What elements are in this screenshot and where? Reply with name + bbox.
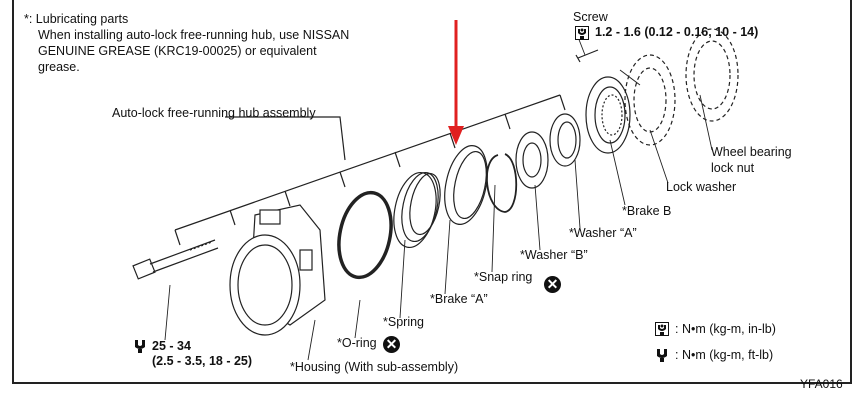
o-ring: [337, 190, 393, 280]
diagram-frame: [12, 0, 852, 384]
screw: [575, 49, 599, 63]
part-label: *O-ring: [337, 336, 377, 350]
housing: [229, 204, 326, 336]
screw-label: Screw: [573, 10, 608, 24]
bolt: [132, 239, 219, 280]
part-label: *Snap ring: [474, 270, 533, 284]
part-label: Wheel bearing: [711, 145, 792, 159]
brake-a: [444, 145, 488, 225]
bolt-torque: 25 - 34: [152, 339, 191, 353]
brake-b: [585, 76, 631, 154]
wheel-bearing-lock-nut: [685, 28, 739, 122]
part-label: Lock washer: [666, 180, 737, 194]
snap-ring: [486, 153, 518, 213]
part-label: *Washer “A”: [569, 226, 637, 240]
torque-wrench-outline-icon: [657, 349, 667, 362]
torque-wrench-outline-icon: [135, 340, 145, 353]
legend-text: : N•m (kg-m, ft-lb): [675, 348, 774, 362]
washer-a: [549, 113, 581, 167]
assembly-label: Auto-lock free-running hub assembly: [112, 106, 316, 120]
part-label: *Housing (With sub-assembly): [290, 360, 459, 374]
x-circle-icon: ✕: [383, 336, 400, 353]
screw-torque: 1.2 - 1.6 (0.12 - 0.16, 10 - 14): [595, 25, 759, 39]
note-line: grease.: [38, 60, 80, 74]
assembly-bracket: [174, 94, 566, 246]
part-label: *Spring: [383, 315, 424, 329]
part-label: lock nut: [711, 161, 755, 175]
torque-wrench-filled-icon: [575, 26, 589, 40]
red-arrow: [448, 20, 464, 145]
part-label: *Brake B: [622, 204, 672, 218]
note-title: *: Lubricating parts: [24, 12, 129, 26]
part-label: *Washer “B”: [520, 248, 588, 262]
part-label: *Brake “A”: [430, 292, 488, 306]
figure-code: YFA016: [800, 377, 843, 391]
note-line: When installing auto-lock free-running h…: [38, 28, 350, 42]
x-circle-icon: ✕: [544, 276, 561, 293]
note-line: GENUINE GREASE (KRC19-00025) or equivale…: [38, 44, 317, 58]
lock-washer: [624, 54, 676, 146]
leader-lines: [164, 36, 713, 361]
legend-text: : N•m (kg-m, in-lb): [675, 322, 776, 336]
washer-b: [515, 131, 549, 189]
bolt-torque: (2.5 - 3.5, 18 - 25): [152, 354, 253, 368]
torque-wrench-filled-icon: [655, 322, 669, 336]
spring: [393, 171, 441, 249]
